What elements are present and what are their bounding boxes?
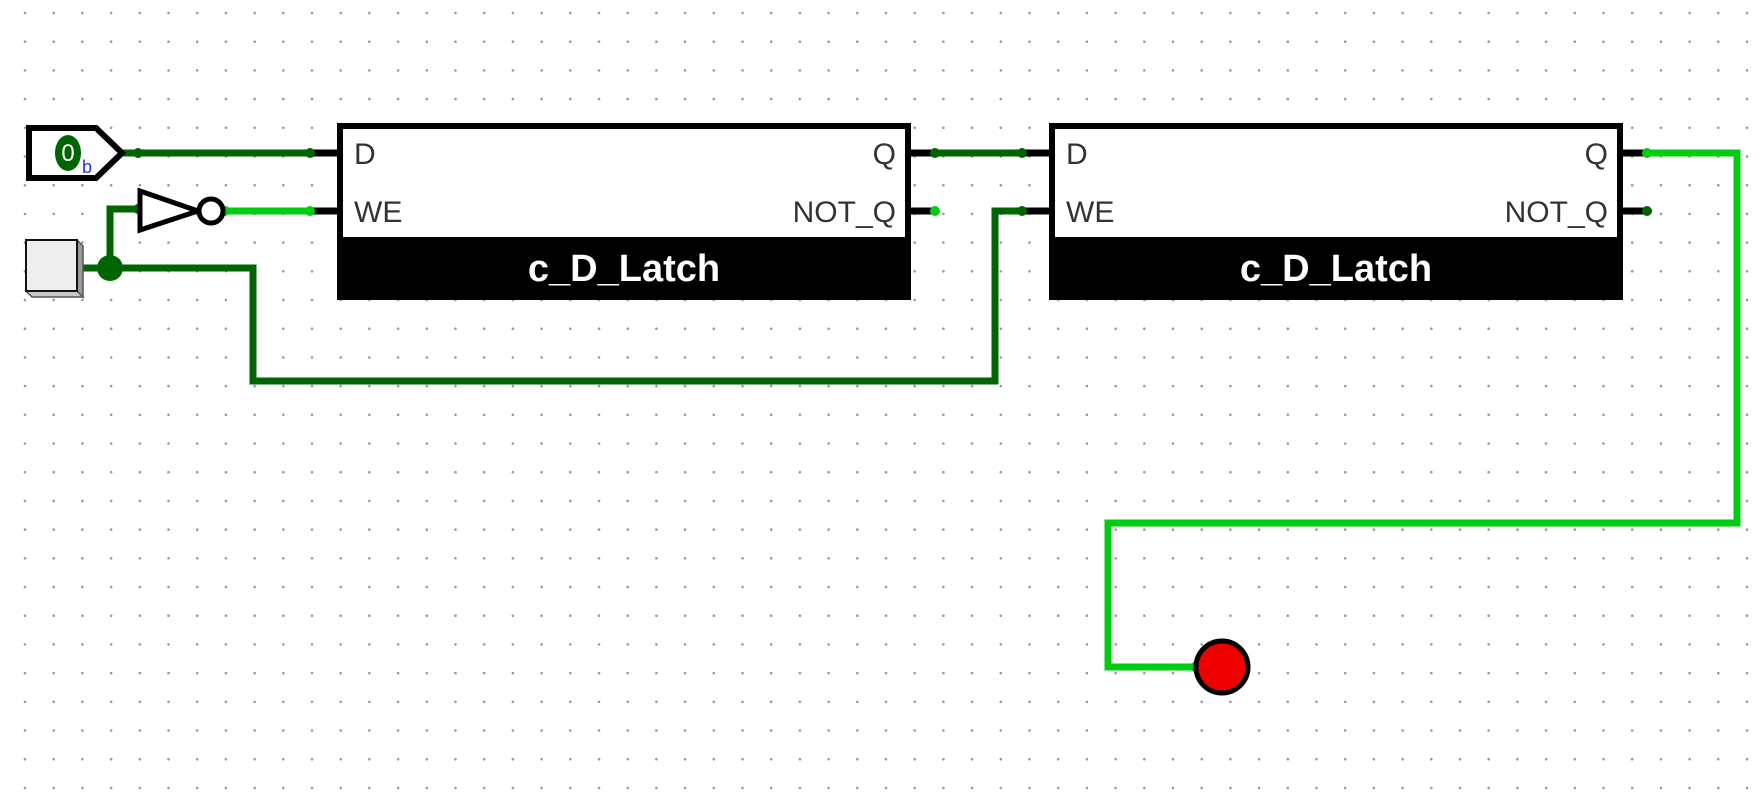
wire-clock-to-latch2-we[interactable] bbox=[76, 207, 1026, 385]
not-gate-icon[interactable] bbox=[137, 187, 226, 234]
latch-2-title: c_D_Latch bbox=[1240, 248, 1432, 290]
led-icon[interactable] bbox=[1193, 638, 1251, 696]
wire-clock-to-inverter[interactable] bbox=[106, 205, 144, 272]
latch-1-pin-we: WE bbox=[354, 196, 402, 229]
latch-2-pin-we: WE bbox=[1066, 196, 1114, 229]
input-pin[interactable]: 0 b bbox=[26, 125, 127, 181]
latch-1[interactable]: D WE Q NOT_Q c_D_Latch bbox=[337, 123, 911, 300]
input-pin-value: 0 bbox=[61, 140, 74, 167]
latch-1-pin-not-q: NOT_Q bbox=[793, 196, 896, 229]
latch-1-pin-q: Q bbox=[873, 138, 896, 171]
junction-dot bbox=[97, 255, 123, 281]
wire-latch2-q-to-led[interactable] bbox=[1104, 149, 1741, 671]
latch-2-pin-d: D bbox=[1066, 138, 1088, 171]
latch-2-pin-q: Q bbox=[1585, 138, 1608, 171]
wires bbox=[76, 149, 1741, 671]
pin-value-indicator[interactable] bbox=[55, 135, 81, 171]
latch-2[interactable]: D WE Q NOT_Q c_D_Latch bbox=[1049, 123, 1623, 300]
latch-1-title: c_D_Latch bbox=[528, 248, 720, 290]
latch-1-pin-d: D bbox=[354, 138, 376, 171]
latch-2-pin-not-q: NOT_Q bbox=[1505, 196, 1608, 229]
connection-dots bbox=[97, 148, 1652, 672]
push-button-icon[interactable] bbox=[24, 238, 85, 299]
input-pin-radix: b bbox=[82, 157, 92, 177]
